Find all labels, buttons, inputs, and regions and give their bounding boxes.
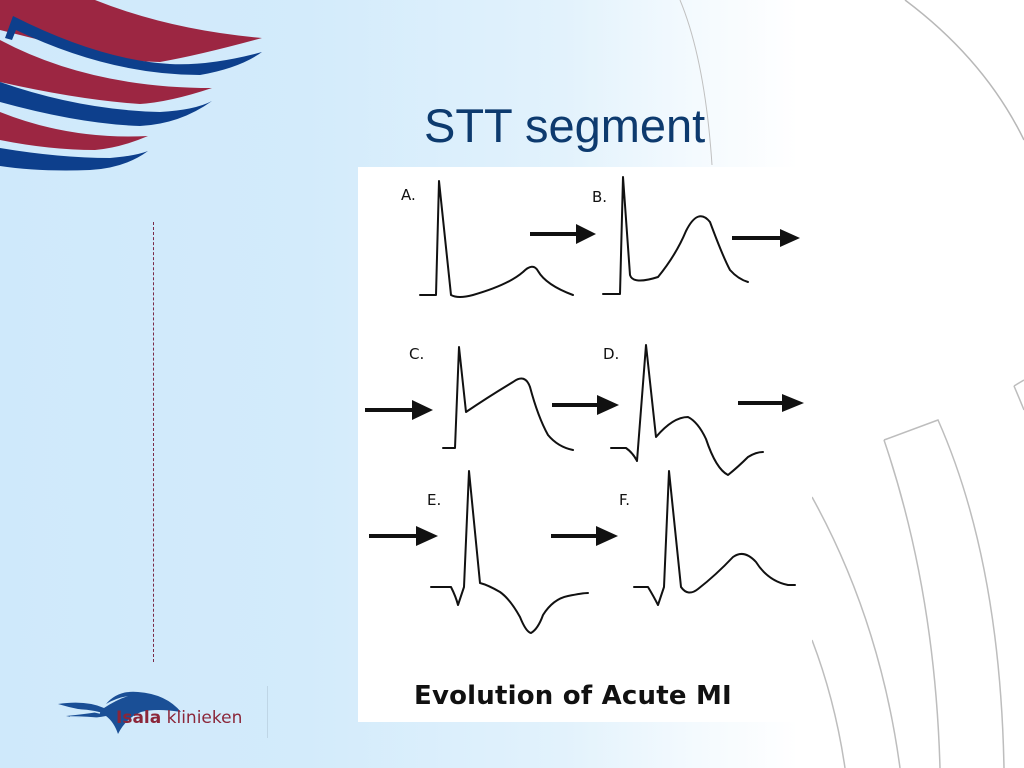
right-arrow-icon (369, 526, 438, 546)
ecg-trace-e (430, 470, 589, 634)
right-arrow-icon (732, 229, 800, 247)
panel-label-b: B. (592, 188, 608, 206)
ecg-trace-c (442, 346, 574, 451)
slide-title: STT segment (424, 99, 706, 152)
logo-divider (267, 686, 268, 738)
logo-name-rest: klinieken (161, 708, 243, 728)
ecg-trace-d (610, 344, 764, 476)
ecg-trace-a (419, 180, 574, 298)
isala-logo-text: Isala klinieken (116, 708, 242, 728)
figure-caption: Evolution of Acute MI (414, 681, 732, 711)
right-arrow-icon (551, 526, 618, 546)
ecg-trace-f (633, 470, 796, 606)
panel-label-e: E. (427, 491, 442, 509)
ecg-evolution-figure: A. B. C. D. E. F. Evolution of Acute MI (358, 167, 812, 722)
panel-label-f: F. (619, 491, 630, 509)
right-arrow-icon (552, 395, 619, 415)
ecg-waveforms (365, 176, 804, 634)
right-arrow-icon (365, 400, 433, 420)
panel-label-d: D. (603, 345, 620, 363)
panel-label-c: C. (409, 345, 425, 363)
isala-bird-icon (58, 691, 181, 734)
logo-name-bold: Isala (116, 708, 162, 728)
ecg-trace-b (602, 176, 749, 295)
panel-label-a: A. (401, 186, 416, 204)
right-arrow-icon (738, 394, 804, 412)
isala-logo: Isala klinieken (56, 682, 270, 740)
right-arrow-icon (530, 224, 596, 244)
vertical-dashed-divider (153, 222, 154, 662)
